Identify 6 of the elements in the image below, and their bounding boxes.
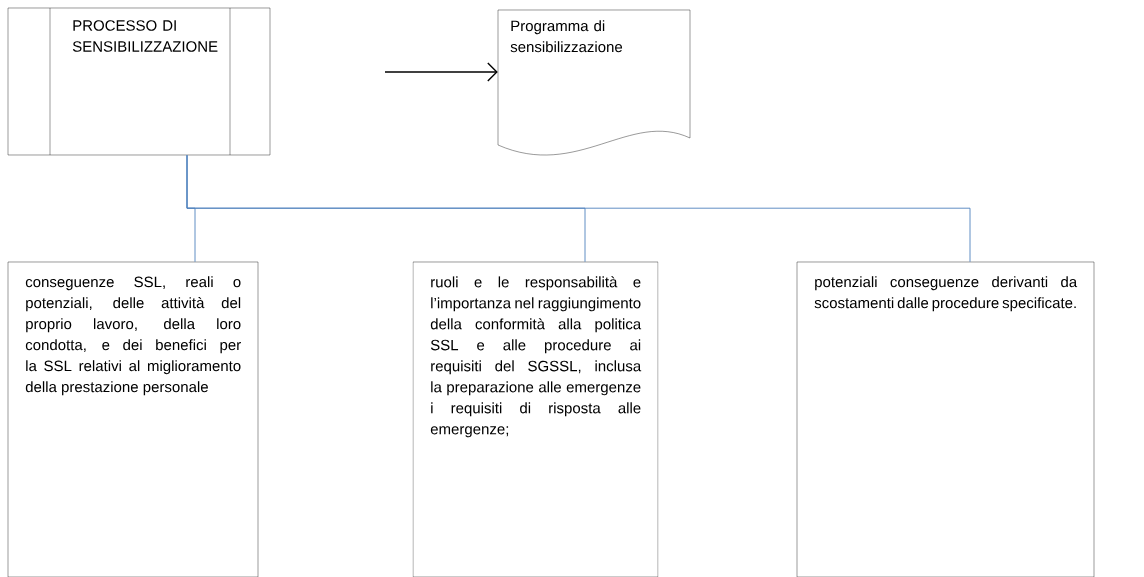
connector-line [186, 154, 971, 263]
predefined-process-box: PROCESSO DI SENSIBILIZZAZIONE [7, 7, 271, 156]
text-box: conseguenze SSL, reali o potenziali, delle attività del proprio lavoro, della loro condotta, e dei benefici per la SSL relativi al miglioramento della prestazione personale [7, 261, 259, 577]
text-box: potenziali conseguenze derivanti da scostamenti dalle procedure specificate. [796, 261, 1095, 577]
arrow [384, 62, 498, 82]
text-box: ruoli e le responsabilità e l’importanza nel raggiungimento della conformità alla politica SSL e alle procedure ai requisiti del SGSSL, inclusa la preparazione alle emergenze i requisiti di risposta alle emergenze; [412, 261, 659, 577]
